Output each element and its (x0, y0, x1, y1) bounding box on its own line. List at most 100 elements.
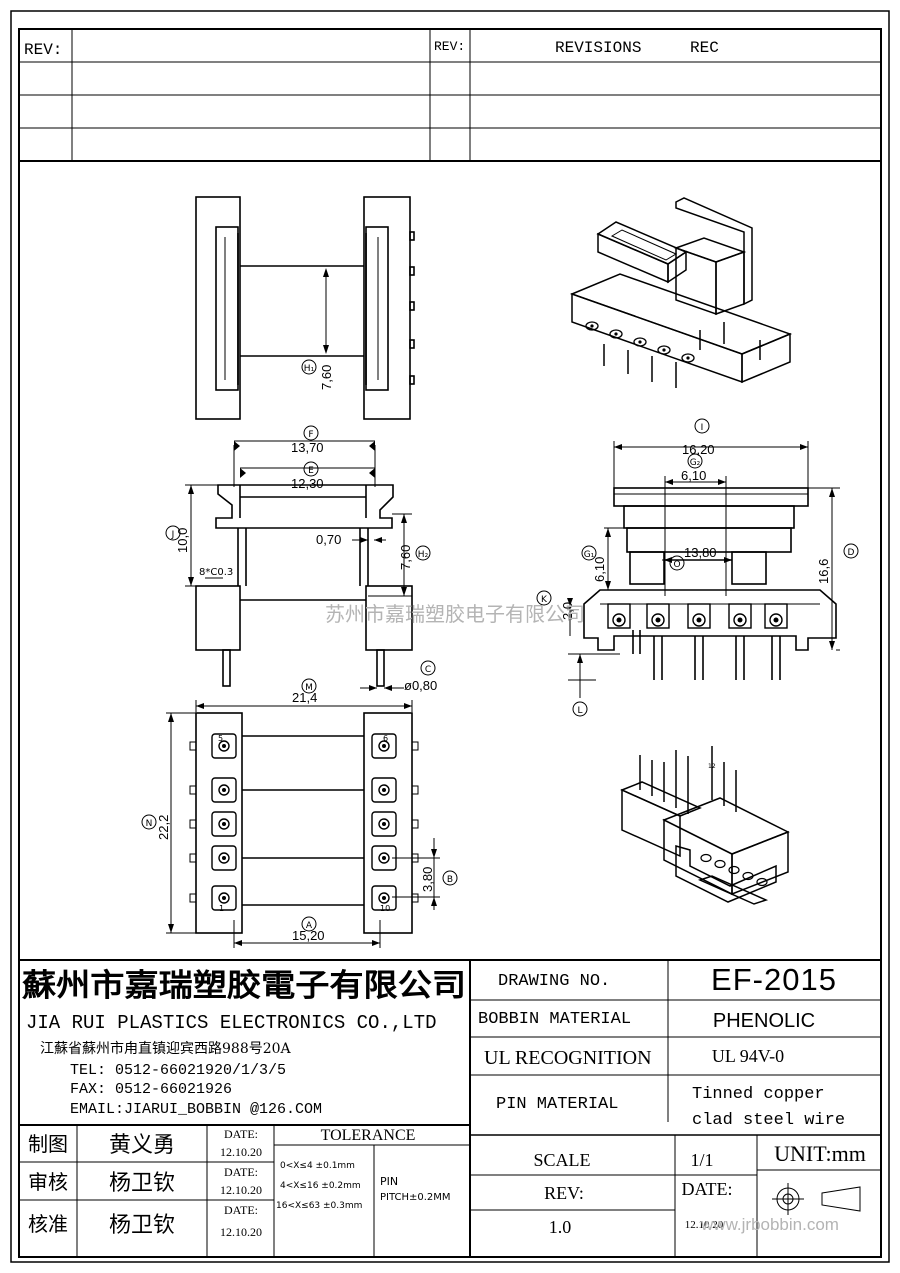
pin-pad (371, 733, 397, 759)
svg-text:O: O (673, 560, 680, 570)
pin-hole (218, 892, 230, 904)
svg-text:F: F (308, 430, 313, 440)
approval-date: 12.10.20 (220, 1183, 262, 1197)
svg-text:L: L (577, 706, 582, 716)
pin-material-label: PIN MATERIAL (496, 1095, 618, 1114)
pin-center (737, 617, 743, 623)
pin-hole (218, 818, 230, 830)
pin-number-12: 12 (708, 763, 716, 770)
scale-label: SCALE (533, 1150, 590, 1170)
marker-l: L (572, 701, 588, 717)
pin-center (222, 856, 226, 860)
iso-pin-hole (756, 877, 768, 887)
pin-hole (378, 892, 390, 904)
approval-date: 12.10.20 (220, 1225, 262, 1239)
approval-role: 核准 (28, 1212, 68, 1236)
bobbin-material-label: BOBBIN MATERIAL (478, 1010, 631, 1029)
marker-o: O (669, 555, 685, 571)
pin-stub (189, 853, 197, 863)
tolerance-label: TOLERANCE (321, 1127, 416, 1144)
dim-6-10-top: 6,10 (681, 468, 706, 483)
pin-center (222, 822, 226, 826)
marker-j: J (165, 525, 181, 541)
approval-role: 审核 (28, 1170, 68, 1194)
tolerance-row: 16<X≤63 ±0.3mm (276, 1201, 362, 1211)
iso-pin-hole (728, 865, 740, 875)
pin-hole (218, 740, 230, 752)
pin-center (773, 617, 779, 623)
dim-16-6: 16,6 (816, 559, 831, 584)
tolerance-pin-label: PIN (380, 1175, 398, 1188)
iso-pin-hole (609, 329, 623, 339)
dim-0-80: ø0,80 (404, 678, 437, 693)
rev-label-left: REV: (24, 41, 62, 59)
company-tel: TEL: 0512-66021920/1/3/5 (70, 1062, 286, 1079)
pin-hole (692, 613, 706, 627)
pin-number-1: 1 (219, 904, 224, 913)
svg-text:N: N (146, 819, 153, 829)
isometric-pin-holes (585, 321, 695, 363)
pin-pad (211, 733, 237, 759)
marker-a: A (301, 916, 317, 932)
pin-stub (411, 893, 419, 903)
dim-13-70: 13,70 (291, 440, 324, 455)
svg-text:J: J (171, 530, 175, 540)
pin-material-line1: Tinned copper (692, 1085, 825, 1104)
dim-3-80: 3,80 (420, 867, 435, 892)
pin-pad (211, 811, 237, 837)
side-view (567, 441, 840, 698)
pin-stub (189, 819, 197, 829)
pin-pad (371, 777, 397, 803)
iso-pin-center (686, 356, 690, 360)
svg-text:E: E (308, 466, 314, 476)
pin-hole (612, 613, 626, 627)
iso-pin-hole (742, 871, 754, 881)
company-name-en: JIA RUI PLASTICS ELECTRONICS CO.,LTD (26, 1012, 436, 1034)
pin-center (222, 744, 226, 748)
iso-pin-hole (681, 353, 695, 363)
pin-hole (733, 613, 747, 627)
date-label: DATE: (682, 1179, 733, 1199)
dim-22-2: 22,2 (156, 815, 171, 840)
pin-center (382, 788, 386, 792)
svg-text:H₂: H₂ (418, 550, 429, 560)
dim-21-4: 21,4 (292, 690, 317, 705)
drawing-no-value: EF-2015 (711, 962, 837, 997)
dim-13-80: 13,80 (684, 545, 717, 560)
svg-text:G₁: G₁ (584, 550, 595, 560)
bobbin-material-value: PHENOLIC (713, 1010, 815, 1032)
svg-text:M: M (305, 683, 313, 693)
pin-stub (411, 785, 419, 795)
iso-pin-center (614, 332, 618, 336)
iso-pin-center (638, 340, 642, 344)
pin-slot (687, 603, 711, 629)
inner-border (18, 28, 882, 1258)
top-view (195, 196, 415, 420)
pin-center (696, 617, 702, 623)
marker-n: N (141, 814, 157, 830)
date-value: 12.10.20 (685, 1219, 724, 1231)
approval-date-label: DATE: (224, 1127, 258, 1141)
rev-label-right: REV: (434, 39, 465, 54)
rev-value: 1.0 (549, 1217, 572, 1237)
pin-stub (189, 785, 197, 795)
svg-text:C: C (425, 665, 431, 675)
pin-pad (371, 845, 397, 871)
pin-pad (211, 845, 237, 871)
marker-k: K (536, 590, 552, 606)
ul-recognition-label: UL RECOGNITION (484, 1047, 652, 1069)
dim-6-10-side: 6,10 (592, 557, 607, 582)
pin-hole (378, 818, 390, 830)
pin-number-5: 5 (218, 734, 223, 743)
pin-slot (764, 603, 788, 629)
marker-m: M (301, 678, 317, 694)
approval-name: 杨卫钦 (109, 1171, 175, 1196)
pin-hole (378, 852, 390, 864)
dim-12-30: 12,30 (291, 476, 324, 491)
revisions-label: REVISIONS (555, 39, 641, 57)
pin-center (382, 744, 386, 748)
pin-pad (371, 885, 397, 911)
pin-center (382, 896, 386, 900)
pin-hole (218, 784, 230, 796)
pin-center (655, 617, 661, 623)
